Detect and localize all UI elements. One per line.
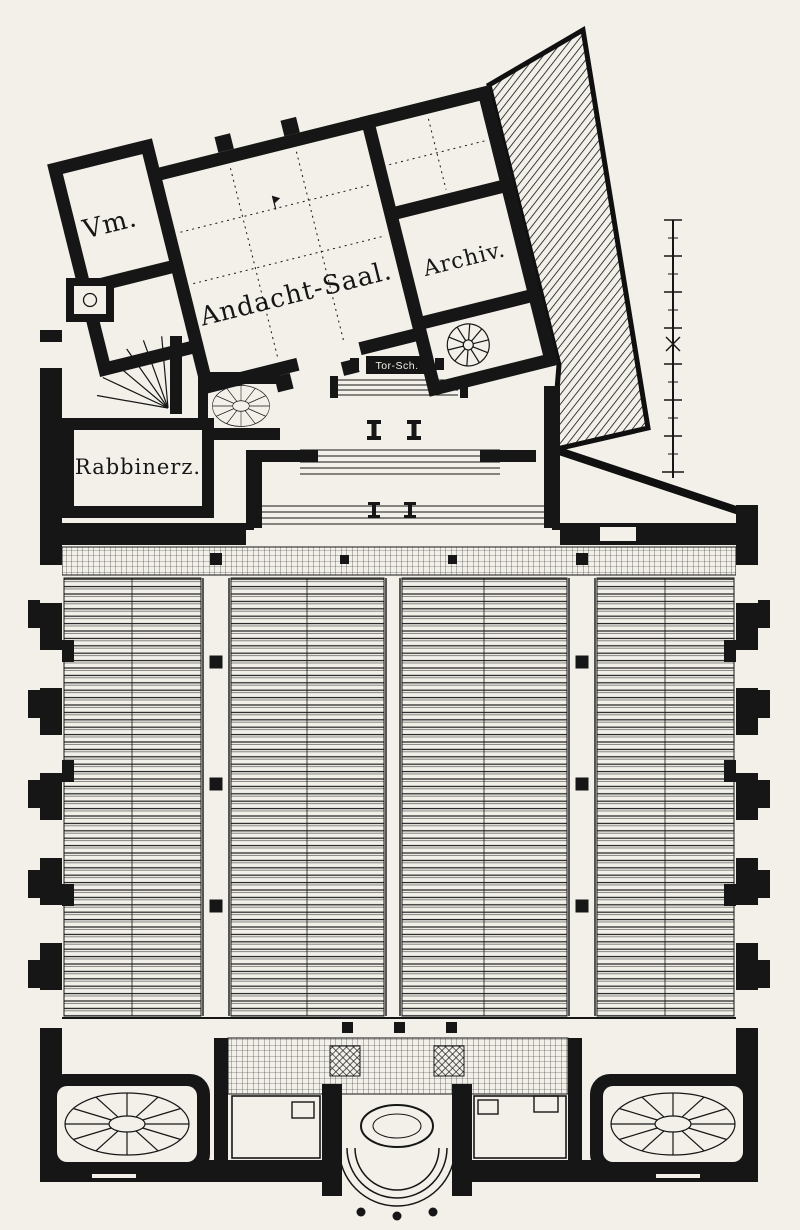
gallery-band — [61, 546, 737, 576]
shrine-steps — [338, 379, 458, 396]
boundary-wall — [554, 446, 744, 516]
rabbinerz-room — [62, 418, 214, 518]
fan-staircase — [96, 336, 169, 409]
stair-wall — [170, 336, 182, 414]
room-andacht-saal — [162, 129, 413, 379]
stair-hall-right — [590, 1074, 756, 1174]
vault-dotted-lines — [180, 118, 486, 358]
neighbor-lot-hatch — [486, 26, 651, 454]
column-base-icon — [367, 420, 421, 440]
scale-bar — [662, 219, 684, 478]
entrance-steps — [338, 1147, 456, 1207]
room-archiv — [398, 193, 527, 317]
torah-shrine-label-box — [366, 356, 428, 374]
pew-bank — [596, 577, 735, 1017]
annex-block — [66, 278, 114, 322]
room-label-rabbinerz: Rabbinerz. — [75, 455, 201, 479]
pew-bank — [63, 577, 202, 1017]
room-label-tor-schrein: Tor-Sch. — [375, 360, 418, 372]
side-room — [231, 1095, 321, 1159]
stair-hall-left — [44, 1074, 210, 1174]
pew-bank — [230, 577, 385, 1017]
upper-block — [47, 85, 559, 397]
column-base-icon — [368, 502, 416, 518]
platform — [246, 386, 560, 530]
torah-shrine: Tor-Sch. — [330, 356, 468, 398]
vestibule — [214, 1037, 582, 1160]
oval-staircase — [198, 372, 280, 440]
outer-walls — [28, 330, 770, 1182]
lower-steps — [254, 505, 552, 525]
aisle-lines — [202, 578, 596, 1016]
fixture — [291, 1101, 315, 1119]
room-corridor — [92, 273, 190, 362]
aisle-column — [209, 655, 589, 913]
platform-steps — [300, 449, 500, 475]
fixture — [477, 1099, 499, 1115]
entrance-portal — [322, 1084, 472, 1221]
center-ornament-icon — [271, 195, 281, 210]
fixture — [533, 1095, 559, 1113]
scale-bar-cross-icon — [665, 336, 681, 352]
pew-bank — [401, 577, 568, 1017]
main-hall — [61, 523, 737, 1033]
room-vm — [62, 154, 170, 281]
side-room — [473, 1095, 567, 1159]
vestibule-floor — [227, 1037, 569, 1095]
